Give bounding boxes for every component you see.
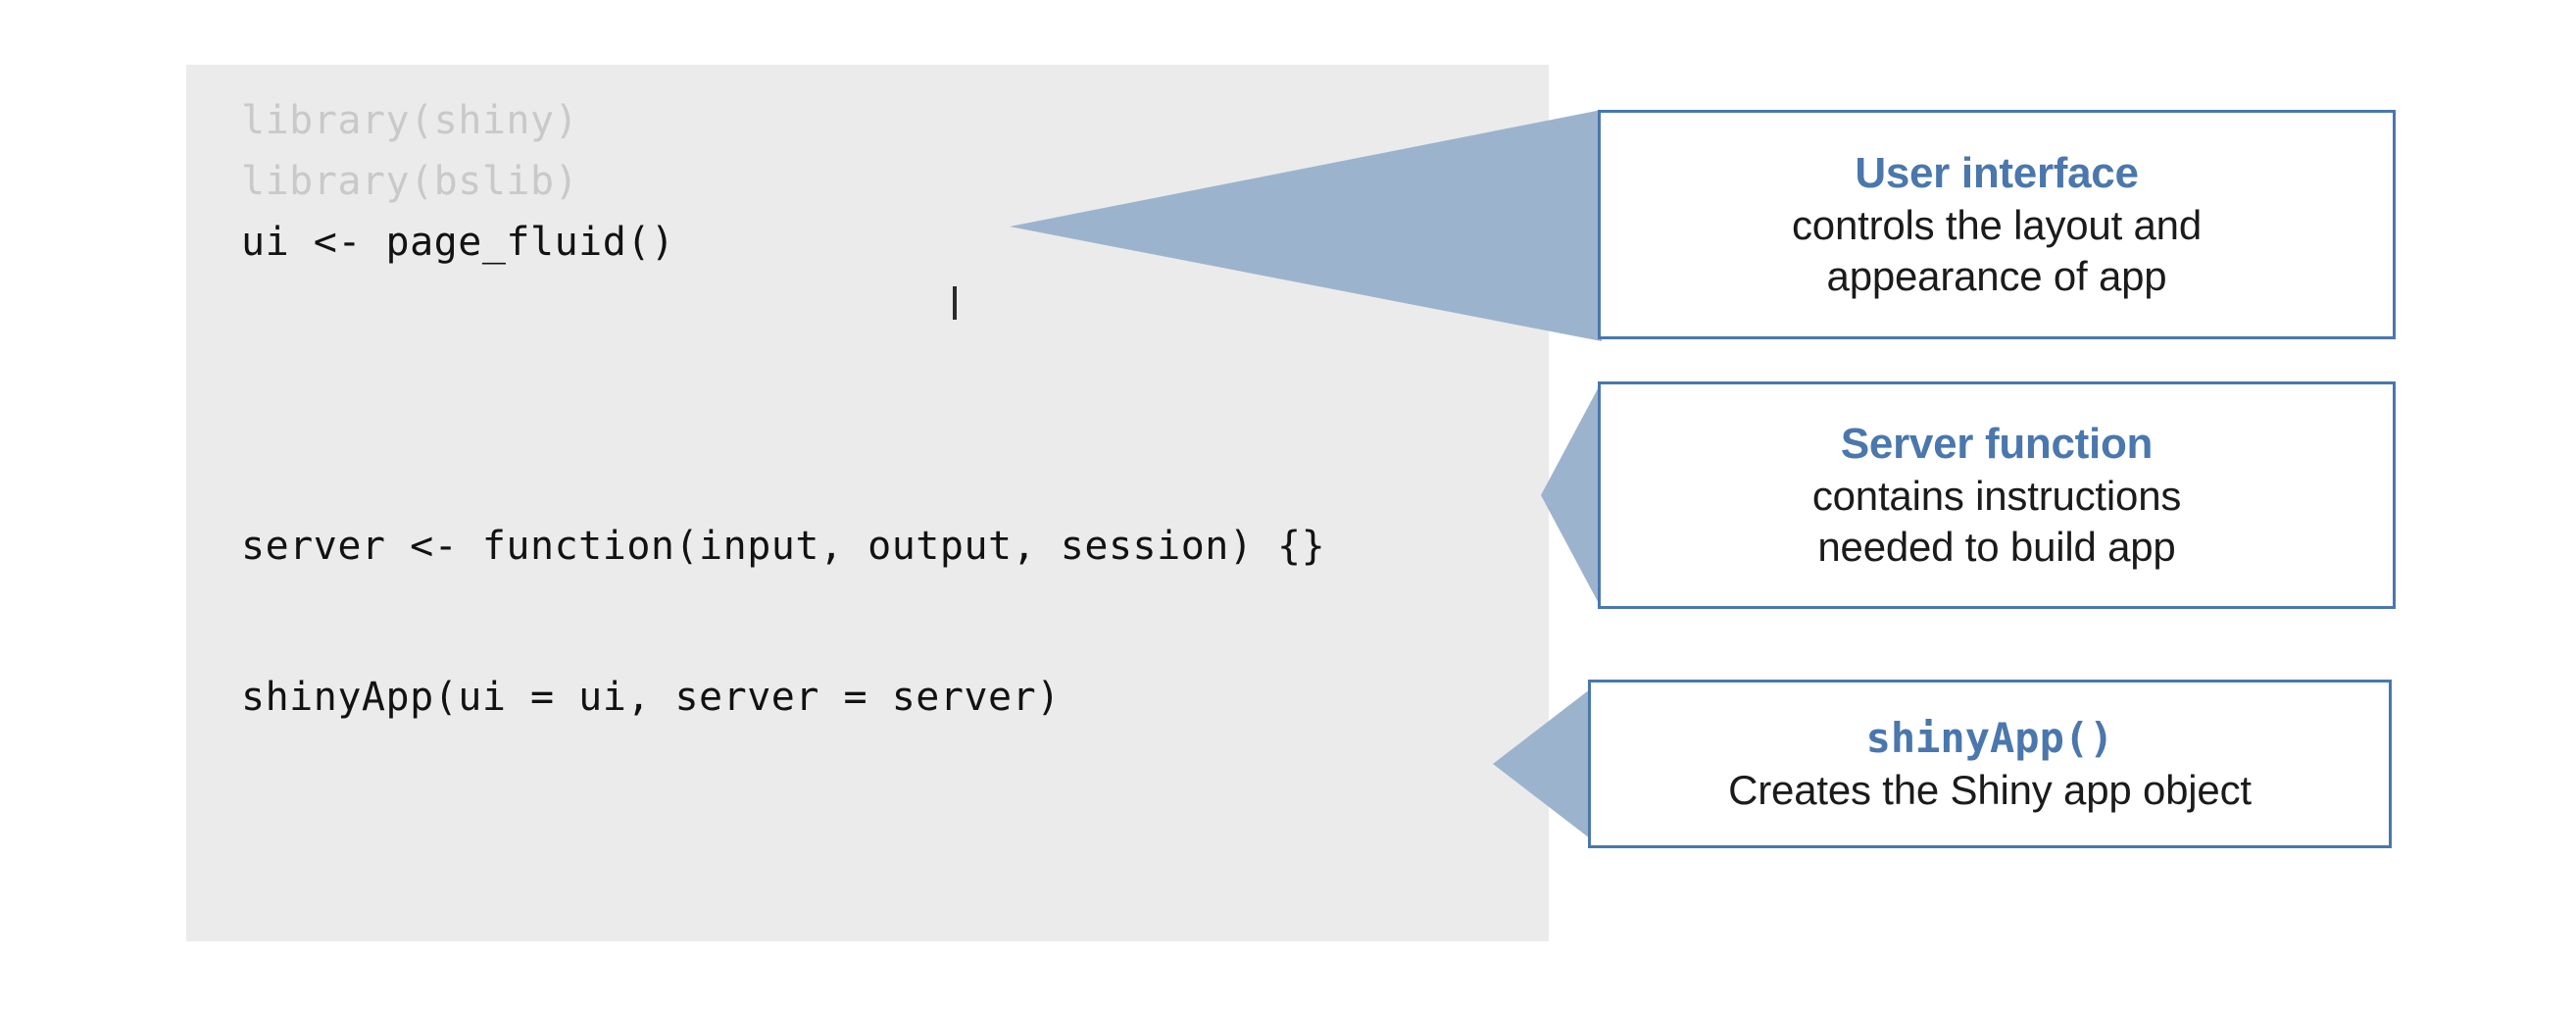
code-line-ui: ui <- page_fluid(): [241, 220, 675, 265]
arrow-to-server-function: [1541, 381, 1602, 609]
callout-shinyapp-title: shinyApp(): [1865, 714, 2114, 762]
callout-user-interface-line1: controls the layout and: [1791, 202, 2202, 248]
code-line-shinyapp: shinyApp(ui = ui, server = server): [241, 675, 1061, 720]
callout-user-interface-title: User interface: [1855, 149, 2139, 197]
callout-server-function-line2: needed to build app: [1817, 524, 2176, 570]
callout-server-function-title: Server function: [1840, 420, 2154, 468]
arrow-to-user-interface: [1010, 110, 1602, 341]
callout-shinyapp: shinyApp() Creates the Shiny app object: [1588, 680, 2392, 848]
code-line-library-bslib: library(bslib): [241, 159, 579, 204]
callout-user-interface: User interface controls the layout and a…: [1598, 110, 2396, 339]
arrow-to-shinyapp: [1493, 680, 1603, 848]
callout-user-interface-line2: appearance of app: [1826, 253, 2167, 299]
code-line-server: server <- function(input, output, sessio…: [241, 524, 1326, 569]
code-line-library-shiny: library(shiny): [241, 98, 579, 143]
callout-server-function-line1: contains instructions: [1811, 473, 2182, 519]
callout-server-function: Server function contains instructions ne…: [1598, 381, 2396, 609]
callout-shinyapp-line1: Creates the Shiny app object: [1728, 767, 2252, 813]
text-caret: [953, 286, 957, 320]
